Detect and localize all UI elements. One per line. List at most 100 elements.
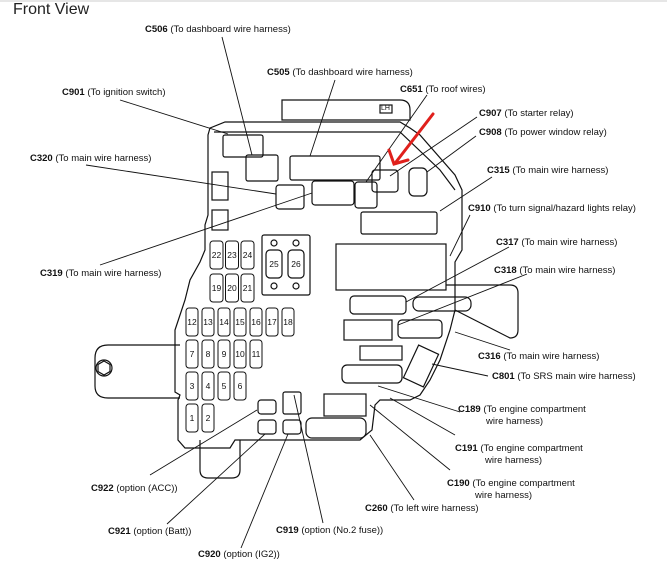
leader-c920 bbox=[240, 433, 289, 549]
fuse-number: 22 bbox=[212, 250, 222, 260]
leader-c317 bbox=[405, 246, 510, 303]
large-fuse-25 bbox=[265, 249, 283, 279]
label-c920: C920 (option (IG2)) bbox=[198, 549, 280, 560]
fuse-5 bbox=[217, 371, 231, 401]
large-fuse-26 bbox=[287, 249, 305, 279]
inner-rail bbox=[214, 131, 456, 191]
c910-relay bbox=[360, 211, 438, 235]
fuse-number: 11 bbox=[252, 349, 261, 359]
bracket-loop bbox=[446, 284, 519, 339]
c919-connector bbox=[282, 391, 302, 415]
large-fuse-number: 25 bbox=[269, 259, 279, 269]
leader-c505 bbox=[309, 79, 336, 157]
c506-connector bbox=[245, 154, 279, 182]
label-c505: C505 (To dashboard wire harness) bbox=[267, 67, 413, 78]
label-c801: C801 (To SRS main wire harness) bbox=[492, 371, 636, 382]
lh-mark: LH bbox=[381, 105, 390, 112]
fuse-number: 15 bbox=[235, 317, 245, 327]
fuse-number: 19 bbox=[212, 283, 222, 293]
fuse-number: 7 bbox=[190, 349, 195, 359]
c907-connector bbox=[371, 169, 399, 193]
fuse-number: 5 bbox=[222, 381, 227, 391]
fuse-18 bbox=[281, 307, 295, 337]
c901-connector bbox=[222, 134, 264, 158]
fuse-9 bbox=[217, 339, 231, 369]
leader-c901 bbox=[119, 99, 229, 135]
leader-c319 bbox=[99, 192, 313, 266]
fuse-11 bbox=[249, 339, 263, 369]
fuse-number: 12 bbox=[187, 317, 197, 327]
fuse-number: 8 bbox=[206, 349, 211, 359]
leader-c315 bbox=[439, 176, 493, 212]
c319-block bbox=[311, 180, 355, 206]
fuse-24 bbox=[240, 240, 255, 270]
leader-c190 bbox=[369, 404, 451, 471]
c260-connector bbox=[305, 417, 367, 439]
label-c907: C907 (To starter relay) bbox=[479, 108, 574, 119]
bolt-head bbox=[95, 359, 113, 377]
leader-c191 bbox=[389, 397, 456, 436]
fuse-15 bbox=[233, 307, 247, 337]
mounting-tab bbox=[94, 344, 180, 399]
bottom-pocket bbox=[199, 440, 241, 479]
fuse-6 bbox=[233, 371, 247, 401]
leader-c910 bbox=[449, 214, 471, 257]
leader-c320 bbox=[85, 164, 277, 195]
fuse-19 bbox=[209, 273, 224, 303]
top-border bbox=[0, 0, 667, 2]
leader-c908 bbox=[426, 135, 477, 173]
fuse-10 bbox=[233, 339, 247, 369]
fuse-1 bbox=[185, 403, 199, 433]
fuse-number: 10 bbox=[235, 349, 245, 359]
label-c320: C320 (To main wire harness) bbox=[30, 153, 152, 164]
fuse-number: 16 bbox=[251, 317, 261, 327]
label-c315: C315 (To main wire harness) bbox=[487, 165, 609, 176]
left-socket-2 bbox=[211, 209, 229, 231]
label-c919: C919 (option (No.2 fuse)) bbox=[276, 525, 384, 536]
fuse-22 bbox=[209, 240, 224, 270]
label-c316: C316 (To main wire harness) bbox=[478, 351, 600, 362]
fuse-number: 21 bbox=[243, 283, 253, 293]
fuse-3 bbox=[185, 371, 199, 401]
fuse-number: 20 bbox=[227, 283, 237, 293]
leader-c921 bbox=[166, 433, 266, 525]
leader-c907 bbox=[389, 116, 478, 177]
diagram-title: Front View bbox=[13, 1, 90, 18]
bolt-hex bbox=[97, 360, 111, 376]
label-c921: C921 (option (Batt)) bbox=[108, 526, 192, 537]
leader-c919 bbox=[293, 394, 324, 524]
fuse-number: 23 bbox=[227, 250, 237, 260]
c651-connector bbox=[354, 181, 378, 209]
c922-connector bbox=[257, 399, 277, 415]
leader-c318 bbox=[397, 273, 528, 326]
srs-connector bbox=[402, 344, 440, 388]
fuse-number: 4 bbox=[206, 381, 211, 391]
fuse-23 bbox=[225, 240, 239, 270]
label-c922: C922 (option (ACC)) bbox=[91, 483, 178, 494]
fuse-2 bbox=[201, 403, 215, 433]
main-housing-outline bbox=[174, 121, 463, 449]
fuse-number: 3 bbox=[190, 381, 195, 391]
fuse-number: 24 bbox=[243, 250, 253, 260]
c316-connector bbox=[397, 319, 443, 339]
label-c317: C317 (To main wire harness) bbox=[496, 237, 618, 248]
c920-connector bbox=[282, 419, 302, 435]
c801-connector bbox=[359, 345, 403, 361]
leader-c651 bbox=[365, 94, 428, 183]
fuse-12 bbox=[185, 307, 199, 337]
lh-badge bbox=[379, 104, 393, 114]
c908-connector bbox=[408, 167, 428, 197]
fuse-17 bbox=[265, 307, 279, 337]
leader-c506 bbox=[221, 36, 253, 156]
fuse-number: 1 bbox=[190, 413, 195, 423]
c189-connector bbox=[341, 364, 403, 384]
fuse-14 bbox=[217, 307, 231, 337]
label-c908: C908 (To power window relay) bbox=[479, 127, 607, 138]
label-c901: C901 (To ignition switch) bbox=[62, 87, 166, 98]
label-c910: C910 (To turn signal/hazard lights relay… bbox=[468, 203, 636, 214]
leader-c189 bbox=[377, 385, 461, 413]
